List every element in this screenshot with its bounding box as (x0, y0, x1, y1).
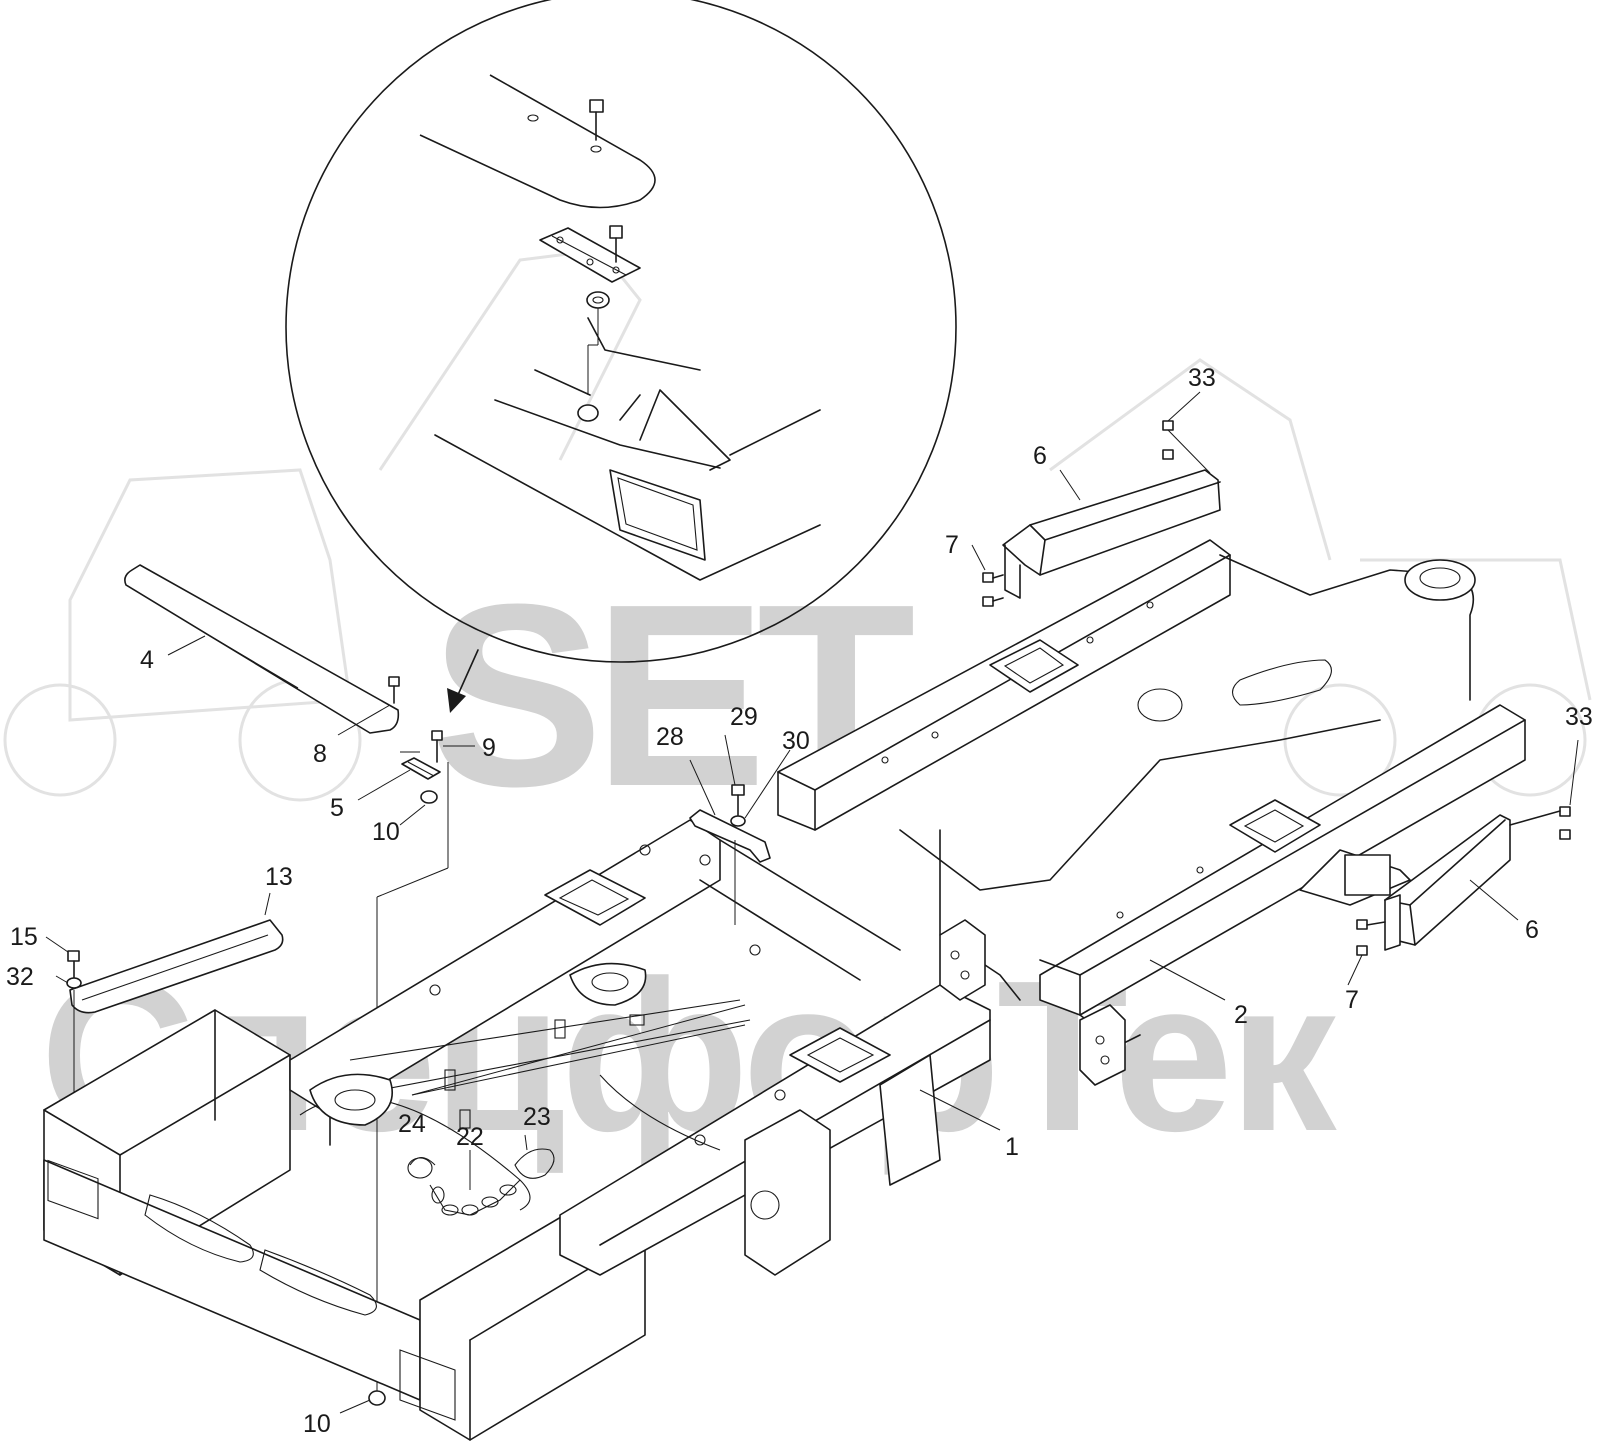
bolt-icon (589, 99, 604, 141)
part-4-cover-strip (124, 564, 400, 734)
callout-7-top: 7 (945, 531, 959, 559)
callout-6-top: 6 (1033, 442, 1047, 470)
part-1-lower-frame (43, 819, 991, 1441)
part-6-top-cover (1002, 469, 1221, 599)
part-15-bolt (66, 950, 82, 1092)
part-8-bolt (388, 676, 400, 704)
part-7-bolts-right (1356, 919, 1386, 956)
detail-circle-hinge (285, 0, 957, 713)
callout-28: 28 (656, 723, 684, 751)
lid-plate (419, 74, 656, 209)
detail-arrow-icon (447, 649, 479, 713)
callout-23: 23 (523, 1103, 551, 1131)
callout-13: 13 (265, 863, 293, 891)
callout-15: 15 (10, 923, 38, 951)
part-13-lid (69, 919, 284, 1014)
leader-lines (45, 391, 1579, 1414)
part-6-side-cover (1384, 814, 1511, 951)
callout-labels: 1 2 4 5 6 6 7 7 8 9 10 10 13 15 22 23 24… (6, 364, 1593, 1438)
callout-1: 1 (1005, 1133, 1019, 1161)
callout-32: 32 (6, 963, 34, 991)
callout-2: 2 (1234, 1001, 1248, 1029)
nut-icon (586, 291, 610, 309)
part-28-bracket (689, 809, 771, 925)
hinge-part (539, 227, 641, 283)
callout-4: 4 (140, 646, 154, 674)
callout-10-top: 10 (372, 818, 400, 846)
pad-3 (989, 639, 1079, 693)
callout-24: 24 (398, 1110, 426, 1138)
callout-33-right: 33 (1565, 703, 1593, 731)
callout-10-bottom: 10 (303, 1410, 331, 1438)
callout-30: 30 (782, 727, 810, 755)
part-33-bolts-top (1162, 420, 1211, 474)
part-33-bolts-right (1509, 806, 1571, 840)
callout-33-top: 33 (1188, 364, 1216, 392)
part-23-link (514, 1148, 555, 1179)
part-30-washer (730, 815, 746, 827)
part-7-bolts-top (982, 572, 1004, 607)
callout-22: 22 (456, 1123, 484, 1151)
part-2-upper-frame (777, 539, 1526, 1086)
pad-1 (544, 869, 646, 926)
part-10-nut-bottom (368, 1390, 386, 1406)
access-opening (609, 469, 706, 561)
callout-6-right: 6 (1525, 916, 1539, 944)
callout-29: 29 (730, 703, 758, 731)
pad-4 (1229, 799, 1321, 853)
callout-8: 8 (313, 740, 327, 768)
callout-5: 5 (330, 794, 344, 822)
part-22-chain (407, 1156, 521, 1216)
pad-2 (789, 1027, 891, 1083)
callout-7-right: 7 (1345, 986, 1359, 1014)
callout-9: 9 (482, 734, 496, 762)
part-29-bolt (731, 784, 745, 816)
